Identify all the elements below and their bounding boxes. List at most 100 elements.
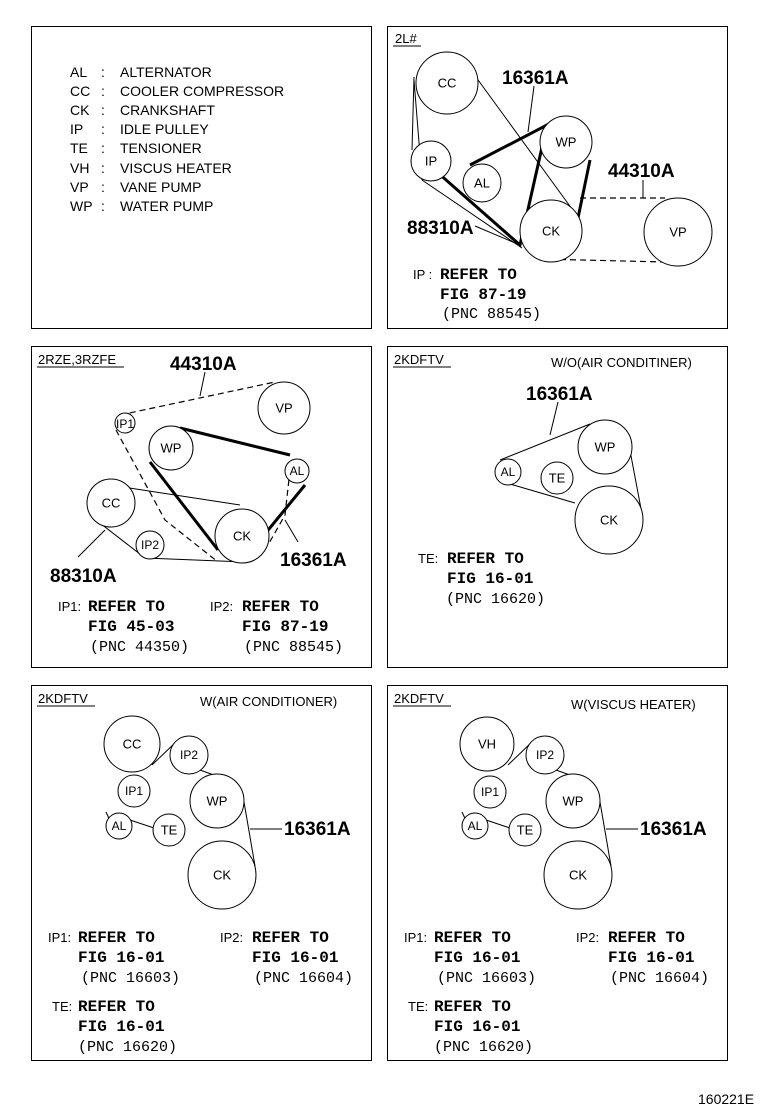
water-pump-pulley (545, 773, 601, 829)
part-number-16361a: 16361A (640, 819, 707, 840)
legend-code: TE (70, 140, 88, 156)
crankshaft-pulley (543, 840, 613, 910)
pulley-label: IP2 (141, 538, 159, 552)
legend-name: WATER PUMP (120, 198, 213, 214)
tensioner-pulley (152, 813, 186, 847)
legend-code: VH (70, 160, 89, 176)
reference-pnc: (PNC 16620) (78, 1039, 177, 1056)
reference-text: REFER TO (434, 998, 511, 1016)
idle-pulley-1 (473, 775, 507, 809)
reference-text: REFER TO (78, 929, 155, 947)
panel-2kdftv-with-viscus-heater: 2KDFTV W(VISCUS HEATER) VH IP2 IP1 WP AL… (387, 685, 728, 1061)
pulley-label: IP2 (536, 748, 554, 762)
alternator-pulley (284, 458, 310, 484)
legend-code: IP (70, 121, 83, 137)
legend-name: VISCUS HEATER (120, 160, 232, 176)
pulley-label: CK (569, 868, 587, 883)
panel-title: 2L# (395, 31, 417, 46)
cooler-compressor-pulley (103, 715, 161, 773)
reference-figure: FIG 16-01 (434, 949, 520, 967)
v-belt (411, 61, 581, 249)
reference-prefix: IP2: (220, 930, 243, 945)
v-belt-44310a (115, 381, 291, 563)
viscous-heater-pulley (459, 716, 515, 772)
pulley-label: CK (213, 868, 231, 883)
pulley-label: CC (438, 76, 457, 91)
reference-pnc: (PNC 16604) (254, 970, 353, 987)
legend-code: VP (70, 179, 89, 195)
legend-separator: : (101, 179, 105, 195)
crankshaft-pulley (519, 199, 583, 263)
legend-code: CC (70, 83, 90, 99)
pulley-label: VP (275, 401, 292, 416)
part-number-88310a: 88310A (407, 218, 474, 239)
part-number-88310a: 88310A (50, 566, 117, 587)
reference-figure: FIG 16-01 (252, 949, 338, 967)
legend-name: IDLE PULLEY (120, 121, 209, 137)
pulley-label: AL (112, 819, 127, 833)
cooler-compressor-pulley (415, 51, 479, 115)
legend-separator: : (101, 102, 105, 118)
panel-2kdftv-without-ac: 2KDFTV W/O(AIR CONDITINER) WP AL TE CK 1… (387, 346, 728, 668)
figure-id: 160221E (698, 1091, 754, 1107)
part-number-44310a: 44310A (608, 161, 675, 182)
legend-name: COOLER COMPRESSOR (120, 83, 284, 99)
part-number-16361a: 16361A (502, 68, 569, 89)
panel-subtitle: W(VISCUS HEATER) (571, 697, 696, 712)
pulley-label: VP (669, 225, 686, 240)
v-belt-16361a (576, 159, 592, 219)
pulley-label: AL (468, 819, 483, 833)
reference-pnc: (PNC 16603) (81, 970, 180, 987)
legend-separator: : (101, 140, 105, 156)
pulley-label: WP (563, 794, 584, 809)
legend-row: CC : COOLER COMPRESSOR (70, 83, 284, 99)
legend-separator: : (101, 160, 105, 176)
pulley-label: AL (474, 176, 490, 191)
reference-prefix: IP1: (404, 930, 427, 945)
pulley-label: AL (290, 464, 305, 478)
tensioner-pulley (508, 813, 542, 847)
reference-pnc: (PNC 16620) (434, 1039, 533, 1056)
alternator-pulley (461, 812, 489, 840)
pulley-label: CC (123, 737, 142, 752)
pulley-label: CK (233, 529, 251, 544)
water-pump-pulley (539, 115, 593, 169)
pulley-label: WP (207, 794, 228, 809)
tensioner-pulley (540, 461, 574, 495)
reference-prefix: IP2: (210, 599, 233, 614)
reference-prefix: IP2: (576, 930, 599, 945)
panel-title: 2RZE,3RZFE (38, 352, 116, 367)
alternator-pulley (105, 812, 133, 840)
reference-text: REFER TO (440, 266, 517, 284)
panel-title: 2KDFTV (394, 352, 444, 367)
water-pump-pulley (189, 773, 245, 829)
reference-text: REFER TO (608, 929, 685, 947)
legend-separator: : (101, 198, 105, 214)
reference-figure: FIG 87-19 (242, 618, 328, 636)
v-belt-88310a (436, 122, 550, 248)
water-pump-pulley (148, 425, 194, 471)
pulley-label: WP (595, 440, 616, 455)
alternator-pulley (494, 458, 522, 486)
water-pump-pulley (577, 419, 633, 475)
part-number-16361a: 16361A (284, 819, 351, 840)
legend-code: CK (70, 102, 90, 118)
reference-figure: FIG 16-01 (78, 949, 164, 967)
legend-separator: : (101, 121, 105, 137)
panel-subtitle: W/O(AIR CONDITINER) (551, 355, 692, 370)
part-number-16361a: 16361A (526, 384, 593, 405)
panel-2rze-3rzfe: 2RZE,3RZFE VP IP1 WP AL CC IP2 CK 44310A… (31, 346, 372, 668)
pulley-label: WP (161, 441, 182, 456)
pulley-label: IP (425, 154, 437, 169)
legend-name: TENSIONER (120, 140, 202, 156)
reference-prefix: TE: (418, 551, 438, 566)
legend-code: WP (70, 198, 93, 214)
reference-prefix: IP1: (58, 599, 81, 614)
legend-separator: : (101, 64, 105, 80)
pulley-label: TE (161, 823, 178, 838)
legend-row: WP : WATER PUMP (70, 198, 213, 214)
reference-figure: FIG 16-01 (78, 1018, 164, 1036)
idle-pulley-2 (525, 735, 565, 775)
pulley-label: IP1 (116, 417, 134, 431)
